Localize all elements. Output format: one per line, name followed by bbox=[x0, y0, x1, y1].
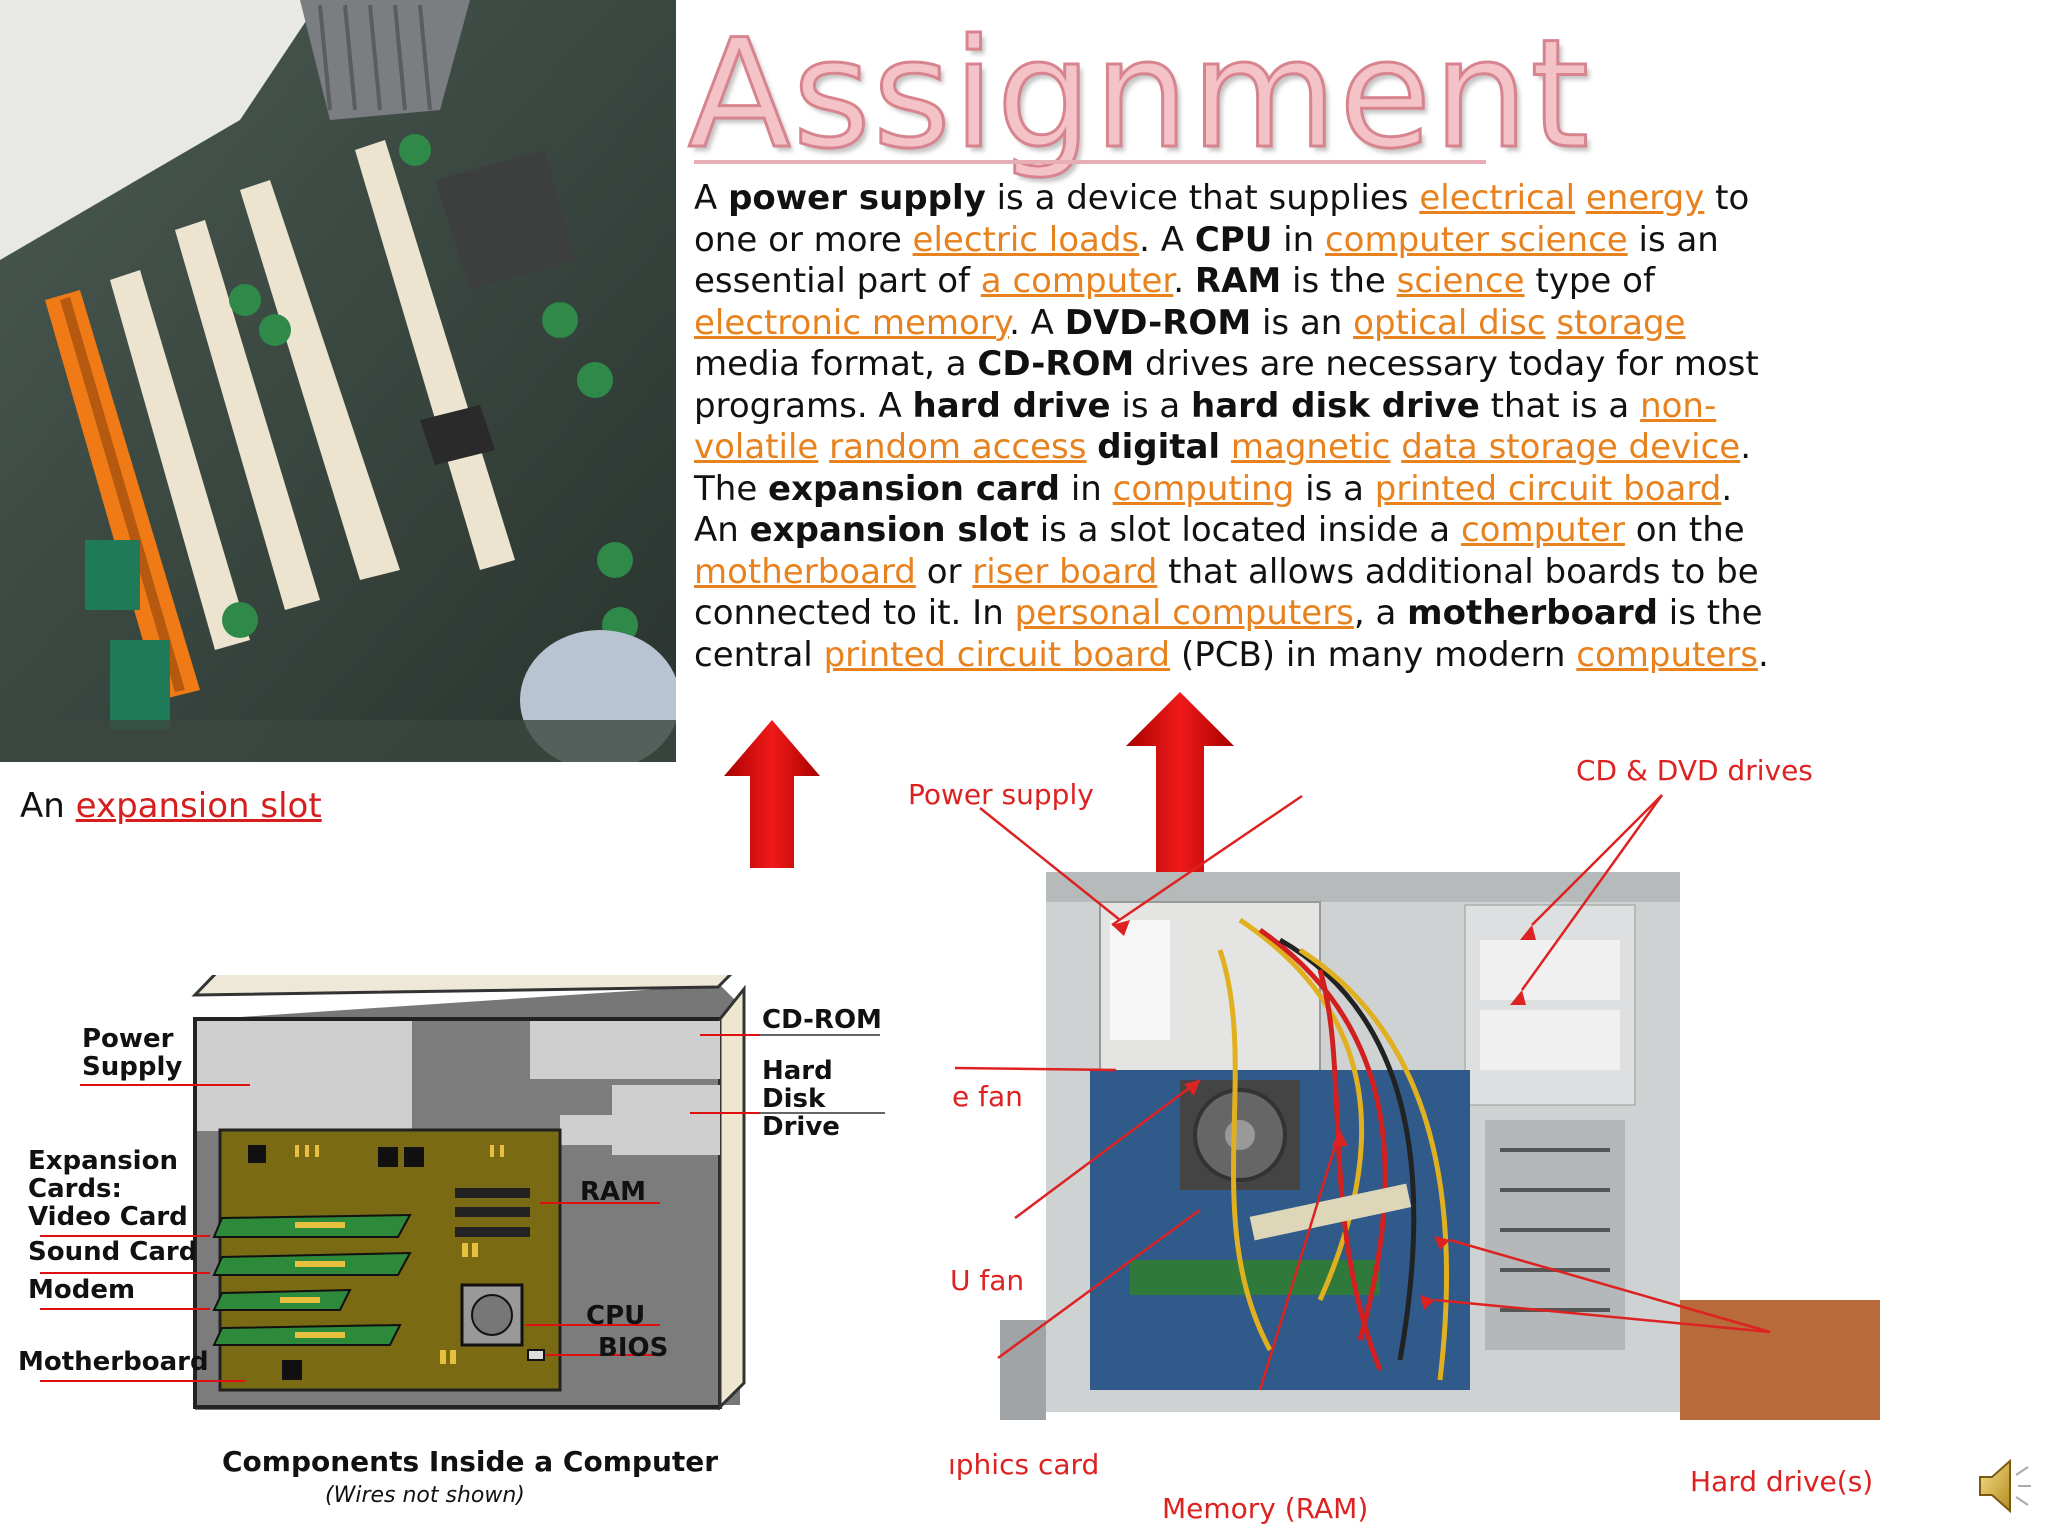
paragraph-term: motherboard bbox=[1407, 593, 1658, 633]
paragraph-text: . A bbox=[1009, 302, 1065, 343]
paragraph-term: CPU bbox=[1194, 219, 1273, 260]
paragraph-term: DVD-ROM bbox=[1064, 302, 1252, 343]
paragraph-text: on the bbox=[1624, 510, 1745, 550]
paragraph-link[interactable]: printed circuit board bbox=[1374, 468, 1722, 509]
paragraph-link[interactable]: personal computers bbox=[1014, 593, 1354, 633]
paragraph-text: . bbox=[1757, 634, 1769, 675]
diagram-label-ram: RAM bbox=[580, 1177, 647, 1207]
paragraph-text: is a bbox=[1110, 385, 1192, 426]
paragraph-link[interactable]: printed circuit board bbox=[823, 634, 1171, 675]
paragraph-link[interactable]: electrical bbox=[1419, 178, 1576, 218]
paragraph-text: is the central bbox=[694, 593, 1763, 675]
case-label-power-supply: Power supply bbox=[908, 778, 1094, 811]
paragraph-link[interactable]: science bbox=[1396, 261, 1525, 301]
paragraph-text bbox=[1086, 427, 1097, 467]
paragraph-text: in bbox=[1060, 468, 1113, 509]
paragraph-link[interactable]: non-volatile bbox=[694, 385, 1717, 468]
paragraph-text: A bbox=[694, 178, 729, 218]
diagram-label-modem: Modem bbox=[28, 1275, 136, 1305]
case-label-graphics-card: ıphics card bbox=[948, 1448, 1100, 1481]
title-underline bbox=[694, 160, 1486, 164]
paragraph-text: , a bbox=[1353, 593, 1408, 633]
paragraph-term: RAM bbox=[1194, 261, 1282, 301]
paragraph-text bbox=[1575, 178, 1586, 218]
paragraph-text: drives are necessary today for most prog… bbox=[694, 344, 1759, 426]
paragraph-link[interactable]: riser board bbox=[972, 551, 1158, 592]
paragraph-link[interactable]: a computer bbox=[980, 261, 1174, 301]
paragraph-term: hard disk drive bbox=[1191, 385, 1480, 426]
paragraph-link[interactable]: computers bbox=[1576, 634, 1758, 675]
diagram-subcaption: (Wires not shown) bbox=[325, 1483, 525, 1508]
paragraph-text: that is a bbox=[1479, 385, 1641, 426]
up-arrow-icon bbox=[1126, 692, 1234, 886]
body-paragraph: A power supply is a device that supplies… bbox=[694, 178, 1774, 676]
paragraph-text bbox=[1546, 303, 1557, 343]
paragraph-text: is a slot located inside a bbox=[1028, 510, 1461, 550]
paragraph-text: . An bbox=[694, 468, 1733, 551]
slide-title: Assignment bbox=[686, 8, 1592, 182]
paragraph-link[interactable]: computer bbox=[1460, 510, 1625, 550]
caption-prefix: An bbox=[20, 786, 76, 826]
photo-caption: An expansion slot bbox=[20, 786, 322, 826]
paragraph-text: or bbox=[915, 551, 973, 592]
paragraph-term: CD-ROM bbox=[977, 344, 1135, 384]
paragraph-text bbox=[818, 427, 829, 467]
diagram-label-cpu: CPU bbox=[586, 1301, 646, 1331]
diagram-label-cd-rom: CD-ROM bbox=[762, 1005, 882, 1035]
paragraph-text: is the bbox=[1281, 261, 1397, 301]
diagram-label-motherboard: Motherboard bbox=[18, 1347, 209, 1377]
paragraph-text: is an bbox=[1251, 302, 1354, 343]
paragraph-text: is a device that supplies bbox=[985, 178, 1420, 218]
paragraph-link[interactable]: energy bbox=[1585, 178, 1705, 218]
diagram-label-sound-card: Sound Card bbox=[28, 1237, 198, 1267]
paragraph-link[interactable]: data storage device bbox=[1401, 427, 1741, 467]
paragraph-link[interactable]: computer science bbox=[1324, 219, 1628, 260]
paragraph-term: hard drive bbox=[912, 385, 1111, 426]
paragraph-text: that allows additional boards to be conn… bbox=[694, 551, 1759, 634]
paragraph-link[interactable]: magnetic bbox=[1230, 427, 1391, 467]
paragraph-text bbox=[1220, 427, 1231, 467]
diagram-label-bios: BIOS bbox=[598, 1333, 669, 1363]
paragraph-text bbox=[1390, 427, 1401, 467]
paragraph-link[interactable]: computing bbox=[1112, 468, 1295, 509]
paragraph-text: is a bbox=[1294, 468, 1375, 509]
case-label-memory: Memory (RAM) bbox=[1162, 1492, 1369, 1525]
paragraph-text: . The bbox=[694, 427, 1752, 509]
case-label-cd-dvd: CD & DVD drives bbox=[1576, 754, 1813, 787]
paragraph-term: expansion card bbox=[768, 468, 1061, 509]
computer-case-photo: Power supply CD & DVD drives e fan U fan… bbox=[908, 740, 1880, 1530]
up-arrow-icon bbox=[724, 720, 820, 868]
speaker-icon[interactable] bbox=[1976, 1455, 2032, 1517]
paragraph-term: power supply bbox=[728, 178, 986, 218]
case-label-cpu-fan: U fan bbox=[950, 1264, 1025, 1297]
paragraph-text: media format, a bbox=[694, 344, 978, 384]
paragraph-link[interactable]: storage bbox=[1556, 302, 1686, 343]
paragraph-link[interactable]: electronic memory bbox=[694, 302, 1010, 343]
paragraph-term: expansion slot bbox=[749, 510, 1029, 550]
paragraph-link[interactable]: electric loads bbox=[912, 219, 1140, 260]
paragraph-link[interactable]: random access bbox=[829, 427, 1087, 467]
paragraph-text: . A bbox=[1139, 219, 1195, 260]
paragraph-text: in bbox=[1272, 219, 1325, 260]
paragraph-text: (PCB) in many modern bbox=[1170, 634, 1577, 675]
case-label-hard-drives: Hard drive(s) bbox=[1690, 1465, 1874, 1498]
paragraph-text: is an essential part of bbox=[694, 219, 1719, 302]
expansion-slot-link[interactable]: expansion slot bbox=[75, 786, 322, 826]
case-label-case-fan: e fan bbox=[952, 1080, 1023, 1113]
paragraph-text: to one or more bbox=[694, 178, 1750, 260]
paragraph-term: digital bbox=[1097, 427, 1221, 467]
paragraph-link[interactable]: motherboard bbox=[694, 551, 916, 592]
paragraph-link[interactable]: optical disc bbox=[1353, 302, 1546, 343]
paragraph-text: type of bbox=[1524, 261, 1655, 301]
paragraph-text: . bbox=[1173, 261, 1195, 301]
diagram-caption: Components Inside a Computer bbox=[222, 1445, 719, 1478]
motherboard-photo bbox=[0, 0, 676, 762]
